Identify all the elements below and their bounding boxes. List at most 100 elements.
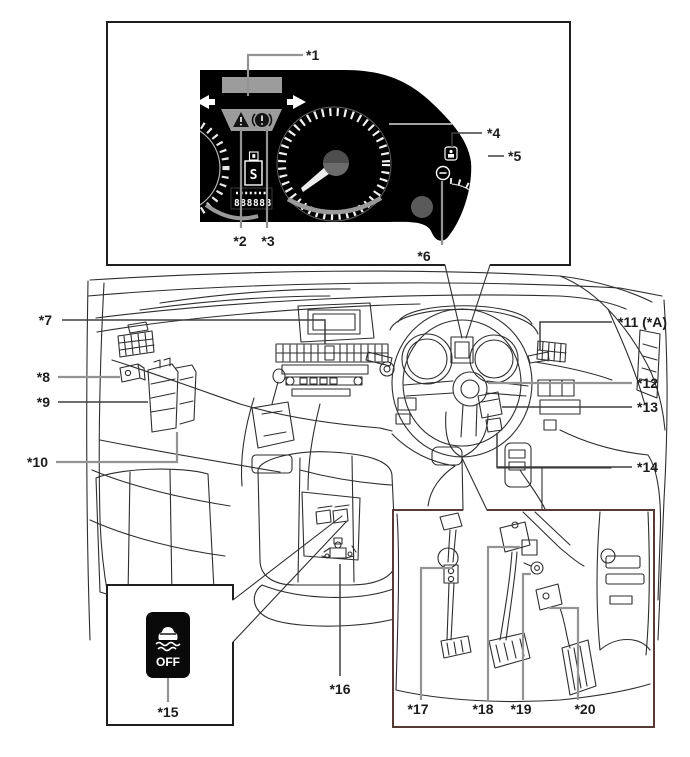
ecu-component-9	[147, 357, 179, 433]
right-door-vent	[636, 329, 661, 399]
instrument-cluster-inset-box: S 888888	[106, 21, 571, 339]
speedometer-partial-gauge	[200, 114, 259, 222]
column-switch-13	[477, 391, 503, 419]
shift-lever	[240, 368, 321, 491]
windshield-lines	[87, 270, 663, 333]
odometer-display: 888888	[230, 187, 273, 210]
callout-label-3: *3	[261, 233, 274, 249]
warning-lamp-panel	[221, 109, 282, 131]
tachometer-bezel-arc	[286, 196, 383, 215]
stop-light-switch	[523, 561, 544, 575]
brake-pedal	[488, 551, 531, 669]
dash-lower-edge	[239, 403, 393, 432]
dash-contour-line	[111, 359, 241, 405]
car-skid-icon	[155, 627, 181, 652]
leader-line-17	[419, 566, 452, 700]
right-pillar-lines	[559, 275, 668, 641]
multi-info-display	[222, 77, 282, 93]
callout-label-9: *9	[37, 394, 50, 410]
left-pillar-lines	[86, 280, 231, 641]
console-component-16	[321, 537, 357, 559]
steering-spokes	[403, 380, 529, 438]
callout-label-18: *18	[472, 701, 493, 717]
inset-pointer-wedge-right	[461, 457, 488, 511]
leader-line-4	[451, 132, 482, 147]
master-warning-icon	[233, 112, 249, 127]
gauge-circle-right	[469, 334, 519, 384]
leader-line-1	[246, 53, 303, 96]
right-kick-panel	[596, 511, 651, 656]
audio-panel	[281, 364, 369, 397]
odometer-value: 888888	[234, 198, 272, 209]
floor-console	[301, 491, 361, 561]
dash-switch-bank	[397, 397, 417, 411]
leader-line-11	[539, 321, 612, 350]
callout-label-20: *20	[574, 701, 595, 717]
callout-label-15: *15	[157, 704, 178, 720]
lower-column-cover	[431, 446, 463, 466]
leader-line-7	[62, 319, 326, 344]
callout-labels: *1 *2 *3 *4 *5 *6 *7 *8 *9 *10 *11 (*A) …	[27, 47, 667, 720]
wiper-stalk	[527, 351, 550, 364]
callout-label-10: *10	[27, 454, 48, 470]
component-18-box	[521, 539, 538, 556]
callout-label-8: *8	[37, 369, 50, 385]
left-air-vent	[117, 321, 155, 358]
steering-column-bracket	[499, 511, 616, 567]
floor-line	[395, 683, 651, 703]
callout-label-17: *17	[407, 701, 428, 717]
right-center-vent	[536, 340, 567, 363]
glovebox-line	[299, 469, 393, 486]
callout-label-4: *4	[487, 125, 500, 141]
inset-pointer-wedge-top	[444, 264, 491, 339]
right-dash-panels	[391, 340, 649, 510]
gear-position-value: S	[250, 168, 258, 183]
callout-label-7: *7	[39, 312, 52, 328]
callout-label-5: *5	[508, 148, 521, 164]
pedal-area-illustration	[395, 511, 651, 703]
vsc-off-button-label: OFF	[156, 655, 180, 669]
brake-warning-icon	[251, 113, 273, 127]
gauge-circle-left	[401, 333, 453, 385]
column-component-14	[485, 417, 503, 433]
turn-signal-left-icon	[200, 95, 215, 109]
turn-signal-right-icon	[287, 95, 306, 109]
steering-wheel	[365, 305, 550, 458]
callout-label-1: *1	[306, 47, 319, 63]
fuel-gauge	[411, 178, 472, 222]
right-knee-panel	[504, 442, 532, 488]
leader-line-18	[486, 545, 520, 700]
indicator-icon-6	[435, 165, 451, 181]
vsc-off-switch-inset-box: OFF	[106, 515, 347, 726]
inset-pointer-wedge-left	[232, 515, 347, 643]
hazard-switch	[324, 345, 335, 361]
callout-label-13: *13	[637, 399, 658, 415]
callout-label-14: *14	[637, 459, 658, 475]
ecu-component-10	[175, 364, 197, 425]
callout-label-2: *2	[233, 233, 246, 249]
leader-line-19	[521, 572, 531, 700]
callout-label-16: *16	[329, 681, 350, 697]
leader-line-10	[56, 432, 179, 464]
tachometer-gauge	[276, 106, 392, 222]
callout-label-12: *12	[637, 375, 658, 391]
gauge-knob	[411, 196, 433, 218]
callout-label-19: *19	[510, 701, 531, 717]
switch-component-8	[119, 363, 146, 383]
seat-left	[95, 468, 215, 600]
callout-label-6: *6	[417, 248, 430, 264]
dashboard-illustration	[86, 270, 668, 641]
steering-boss	[452, 371, 488, 407]
gear-position-display: S	[244, 151, 263, 186]
parking-brake-pedal	[439, 512, 472, 659]
vsc-off-button: OFF	[146, 612, 190, 678]
center-display	[297, 302, 375, 343]
callout-label-11: *11 (*A)	[618, 314, 667, 330]
steering-column-shroud	[445, 411, 489, 458]
pedal-detail-inset-box	[392, 457, 655, 728]
mirror-switch	[379, 361, 395, 377]
leader-line-20	[549, 606, 580, 700]
leader-line-14	[496, 433, 632, 468]
console-switches	[315, 504, 350, 525]
